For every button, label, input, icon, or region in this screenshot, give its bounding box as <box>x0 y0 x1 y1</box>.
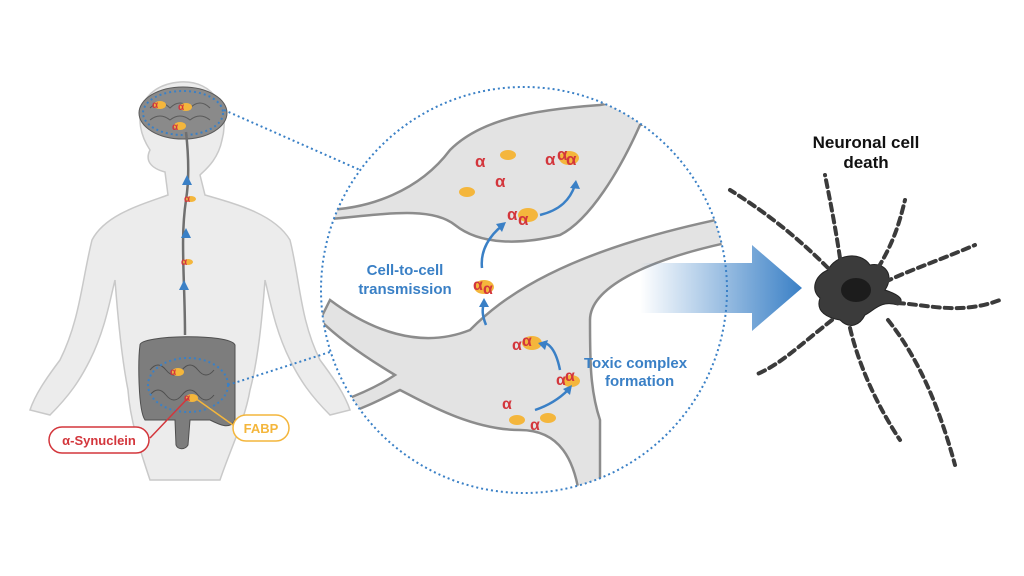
molecules: α α α α α α α α α α α α α α α <box>459 145 580 434</box>
body-aggregates: α α α α α α α <box>152 100 198 404</box>
fragmented-dendrites <box>728 173 1002 467</box>
alpha-synuclein-aggregate: α <box>512 337 522 354</box>
progression-arrow <box>640 245 802 331</box>
alpha-synuclein-aggregate: α <box>557 145 568 164</box>
dead-neuron <box>728 173 1002 467</box>
cell-to-cell-label-line2: transmission <box>358 281 451 298</box>
alpha-synuclein-aggregate: α <box>473 277 483 294</box>
alpha-mark: α <box>172 122 179 133</box>
fabp-label: FABP <box>232 414 290 442</box>
alpha-synuclein-aggregate: α <box>566 150 577 169</box>
alpha-synuclein-text: α-Synuclein <box>62 433 136 448</box>
human-body <box>29 81 351 481</box>
alpha-synuclein-aggregate: α <box>483 281 493 298</box>
neuronal-death-label-line2: death <box>843 153 888 172</box>
cell-to-cell-label-line1: Cell-to-cell <box>367 262 444 279</box>
alpha-synuclein-aggregate: α <box>507 205 518 224</box>
alpha-mark: α <box>152 100 159 111</box>
alpha-synuclein-aggregate: α <box>518 210 529 229</box>
upper-neuron <box>321 87 727 243</box>
alpha-synuclein-aggregate: α <box>545 150 556 169</box>
alpha-mark: α <box>184 194 191 205</box>
alpha-mark: α <box>181 257 188 268</box>
alpha-synuclein-label: α-Synuclein <box>48 426 150 454</box>
alpha-synuclein-aggregate: α <box>522 333 532 350</box>
process-arrowheads <box>479 180 580 395</box>
pathway-arrows <box>179 175 192 290</box>
brain <box>138 86 228 140</box>
alpha-synuclein-leader <box>149 397 189 439</box>
gut-brain-pathway <box>181 131 190 336</box>
alpha-synuclein-aggregate: α <box>565 368 575 385</box>
alpha-synuclein-monomer: α <box>475 152 486 171</box>
alpha-synuclein-monomer: α <box>495 172 506 191</box>
alpha-mark: α <box>170 367 177 378</box>
zoom-line-brain <box>223 109 361 171</box>
alpha-synuclein-aggregate: α <box>556 372 566 389</box>
neuronal-death-label-line1: Neuronal cell <box>813 133 920 152</box>
toxic-complex-label-line2: formation <box>605 373 674 390</box>
alpha-synuclein-monomer: α <box>530 417 540 434</box>
fabp-leader <box>194 397 234 426</box>
toxic-complex-label-line1: Toxic complex <box>584 355 688 372</box>
fabp-text: FABP <box>244 421 279 436</box>
alpha-synuclein-monomer: α <box>502 396 512 413</box>
alpha-mark: α <box>178 102 185 113</box>
